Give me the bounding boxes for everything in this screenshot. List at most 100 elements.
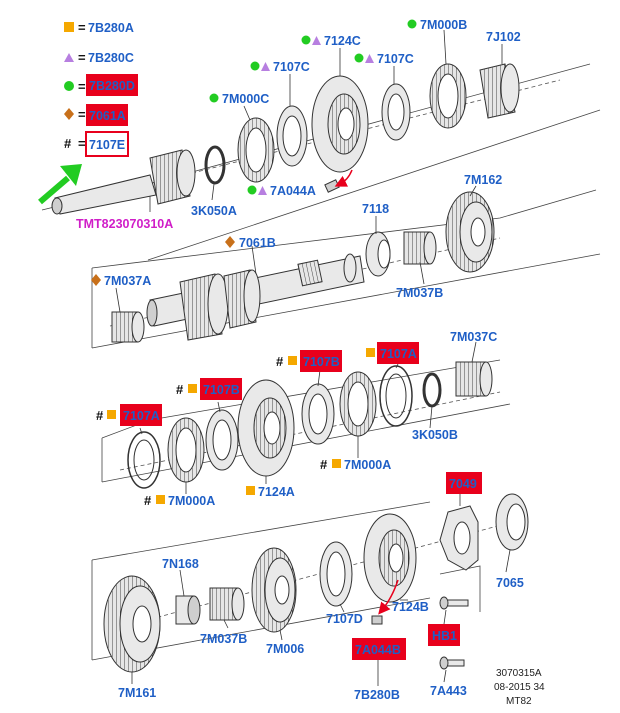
row3-labels: # 7107A # 7107B # 7107B 7107A 7M037C 3K0… [96,330,497,508]
label-7124A: 7124A [258,485,295,499]
label-7107B-a: 7107B [203,383,240,397]
label-3K050B: 3K050B [412,428,458,442]
label-7M000B: 7M000B [420,18,467,32]
input-shaft-part [51,149,196,215]
circle-marker-icon [209,93,219,103]
legend-code-7107E: 7107E [89,138,125,152]
footer-reference: 3070315A 08-2015 34 MT82 [494,668,545,707]
label-7M037C: 7M037C [450,330,497,344]
label-7118: 7118 [362,202,389,216]
legend-box-7107E [85,131,129,157]
synchro-ring-7M000B-part [429,63,467,129]
label-7107C-a: 7107C [273,60,310,74]
hash-marker-icon: # [96,408,104,423]
label-7107A-a: 7107A [123,409,160,423]
row4-labels: 7N168 7M037B 7M006 7107D 7124B 7049 7065… [118,472,524,702]
label-7M037B-b: 7M037B [200,632,247,646]
green-pointer-arrow-icon [38,164,82,205]
key-7A044B-part [371,615,383,625]
row2-leaders [115,185,477,313]
needle-bearing-7M037B-part [403,231,437,265]
screw-7A443-part [439,656,465,670]
blocker-ring-7107D-part [319,541,353,607]
square-marker-icon [332,459,341,468]
triangle-marker-icon [261,62,270,71]
legend-eq: = [78,50,86,65]
bolt-HB1-part [439,596,469,610]
circle-marker-icon [301,35,311,45]
legend-eq: = [78,20,86,35]
label-7065: 7065 [496,576,524,590]
label-7M000A-b: 7M000A [168,494,215,508]
row1-leaders [149,29,503,212]
gear-7M162-part [445,191,495,273]
row1-labels: 7124C 7M000B 7J102 7107C 7107C 7M000C 7A… [76,18,521,231]
circle-marker-icon [354,53,364,63]
key-b-arrow-icon [378,579,399,615]
row2-labels: 7M162 7118 7061B 7M037A 7M037B [91,173,502,300]
synchro-ring-7M000A-b-part [167,417,205,483]
label-7107B-b: 7107B [303,355,340,369]
legend-triangle-icon [64,53,74,62]
label-7107D: 7107D [326,612,363,626]
key-7A044A-part [324,179,340,193]
blocker-ring-7107C-b-part [381,83,411,141]
row3-leaders [139,341,477,494]
needle-bearing-7M037A-part [111,311,145,343]
legend-diamond-icon [64,108,74,120]
label-7107C-b: 7107C [377,52,414,66]
label-7124B: 7124B [392,600,429,614]
square-marker-icon [188,384,197,393]
label-7A044A: 7A044A [270,184,316,198]
circle-marker-icon [247,185,257,195]
label-7M162: 7M162 [464,173,502,187]
diamond-marker-icon [225,236,235,248]
label-tmt: TMT823070310A [76,217,173,231]
highlight-HB1 [428,624,460,646]
legend-code-7B280C: 7B280C [88,51,134,65]
legend-eq: = [78,136,86,151]
label-7M161: 7M161 [118,686,156,700]
triangle-marker-icon [258,186,267,195]
square-marker-icon [156,495,165,504]
highlight-7049 [446,472,482,494]
snap-ring-3K050A-part [204,145,226,185]
legend-code-7B280A: 7B280A [88,21,134,35]
legend-eq: = [78,107,86,122]
spacer-7N168-part [175,595,201,625]
square-marker-icon [246,486,255,495]
highlight-7107B-right [300,350,342,372]
label-7M006: 7M006 [266,642,304,656]
label-7N168: 7N168 [162,557,199,571]
highlight-7107A-left [120,404,162,426]
label-7049: 7049 [449,477,477,491]
footer-line2: 08-2015 34 [494,682,545,693]
hash-marker-icon: # [144,493,152,508]
snap-ring-3K050B-part [422,372,442,408]
legend-square-icon [64,22,74,32]
legend-code-7B280D: 7B280D [89,79,135,93]
hash-marker-icon: # [276,354,284,369]
footer-line3: MT82 [506,696,532,707]
blocker-ring-7107B-left-part [205,409,239,471]
gear-7M006-part [251,547,297,633]
gear-7J102-part [479,63,520,119]
label-7M000C: 7M000C [222,92,269,106]
label-7J102: 7J102 [486,30,521,44]
legend-circle-icon [64,81,74,91]
circle-marker-icon [407,19,417,29]
needle-bearing-7M037B-b-part [209,587,245,621]
legend-highlight-7061A [86,104,128,126]
blocker-ring-7107B-right-part [301,383,335,445]
label-7061B: 7061B [239,236,276,250]
synchro-hub-7124A-part [237,379,295,477]
retainer-plate-7049-part [439,505,479,571]
label-7M037B-a: 7M037B [396,286,443,300]
synchro-ring-7M000A-left-part [127,431,161,489]
label-HB1: HB1 [432,629,457,643]
legend: = 7B280A = 7B280C = 7B280D = 7061A # = 7… [64,20,138,157]
hash-marker-icon: # [176,382,184,397]
label-7A443: 7A443 [430,684,467,698]
diamond-marker-icon [91,274,101,286]
